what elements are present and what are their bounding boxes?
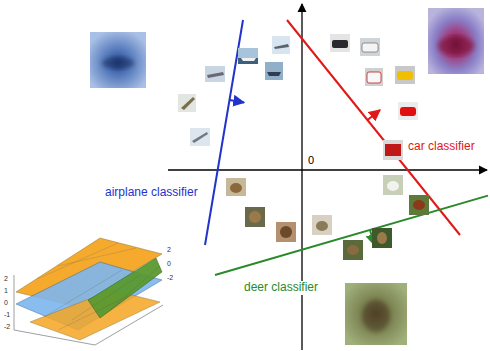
airplane-thumbnail-part [205, 66, 225, 82]
bird-thumbnail-part [387, 181, 399, 191]
origin-label: 0 [307, 154, 315, 167]
ship-thumbnail [265, 62, 283, 80]
deer-thumbnail-part [343, 240, 363, 260]
car-thumbnail-part [365, 68, 383, 86]
cat-thumbnail-part [230, 183, 242, 193]
car-boundary [287, 20, 460, 235]
score-planes-plot-part [88, 258, 162, 318]
airplane-thumbnail [178, 94, 196, 112]
animal-thumbnail [276, 222, 296, 242]
car-thumbnail-part [330, 34, 350, 52]
deer-boundary [215, 196, 488, 275]
car-thumbnail-part [362, 43, 378, 52]
classifier-label: car classifier [407, 140, 476, 154]
car-thumbnail [330, 34, 350, 52]
airplane-thumbnail-part [274, 44, 289, 49]
car-thumbnail [398, 102, 418, 120]
airplane-thumbnail-part [181, 97, 195, 110]
truck-thumbnail-part [385, 144, 401, 156]
ship-thumbnail-part [238, 48, 258, 64]
airplane-thumbnail [272, 36, 290, 54]
airplane-thumbnail-part [207, 72, 224, 78]
airplane-thumbnail-part [190, 128, 210, 146]
car-thumbnail [360, 38, 380, 56]
animal-thumbnail-part [276, 222, 296, 242]
car-thumbnail-part [395, 66, 415, 84]
classifier-label: deer classifier [243, 281, 319, 295]
deer-template-part [362, 300, 390, 332]
ship-thumbnail-part [241, 58, 256, 61]
x-axis [168, 169, 487, 170]
bird-thumbnail [409, 195, 429, 215]
truck-thumbnail [383, 140, 403, 160]
airplane-thumbnail [205, 66, 225, 82]
tick-label: -1 [3, 311, 11, 319]
airplane-thumbnail-part [178, 94, 196, 112]
airplane-thumbnail [190, 128, 210, 146]
bird-thumbnail-part [409, 195, 429, 215]
animal-thumbnail [312, 215, 332, 235]
deer-thumbnail-part [377, 232, 387, 244]
car-thumbnail-part [397, 71, 413, 80]
car-thumbnail-part [400, 107, 416, 116]
airplane-thumbnail-part [192, 132, 208, 143]
deer-template-part [345, 283, 407, 345]
animal-thumbnail-part [312, 215, 332, 235]
tick-label: 2 [166, 246, 172, 254]
car-thumbnail [395, 66, 415, 84]
car-template-part [438, 36, 474, 56]
bird-thumbnail-part [413, 200, 425, 210]
airplane-normal-arrow [230, 100, 245, 103]
airplane-thumbnail-part [272, 36, 290, 54]
classifier-label: airplane classifier [104, 186, 199, 200]
car-thumbnail-part [398, 102, 418, 120]
tick-label: 0 [166, 260, 172, 268]
cat-thumbnail-part [226, 178, 246, 196]
deer-thumbnail-part [347, 245, 359, 255]
animal-thumbnail [245, 207, 265, 227]
tick-label: 1 [3, 287, 9, 295]
airplane-template-part [90, 32, 146, 88]
bird-thumbnail-part [383, 175, 403, 195]
truck-thumbnail-part [383, 140, 403, 160]
deer-thumbnail [372, 228, 392, 248]
ship-thumbnail-part [238, 58, 258, 64]
deer-thumbnail-part [372, 228, 392, 248]
cat-thumbnail [226, 178, 246, 196]
ship-thumbnail-part [265, 62, 283, 80]
ship-thumbnail-part [267, 72, 281, 76]
airplane-template-part [102, 57, 134, 69]
bird-thumbnail [383, 175, 403, 195]
car-template-part [428, 8, 484, 74]
airplane-boundary [205, 20, 243, 245]
tick-label: -2 [166, 274, 174, 282]
tick-label: 0 [3, 299, 9, 307]
car-normal-arrow [368, 110, 381, 120]
tick-label: 2 [3, 275, 9, 283]
tick-label: -2 [3, 323, 11, 331]
car-thumbnail-part [367, 72, 381, 83]
car-template [428, 8, 484, 74]
y-axis [301, 4, 302, 350]
animal-thumbnail-part [316, 221, 328, 231]
deer-template [345, 283, 407, 345]
car-thumbnail-part [360, 38, 380, 56]
deer-thumbnail [343, 240, 363, 260]
animal-thumbnail-part [245, 207, 265, 227]
score-planes-plot [14, 238, 163, 345]
score-planes-plot-part [37, 243, 160, 330]
car-thumbnail [365, 68, 383, 86]
ship-thumbnail [238, 48, 258, 64]
animal-thumbnail-part [249, 211, 261, 223]
animal-thumbnail-part [280, 226, 292, 238]
airplane-template [90, 32, 146, 88]
car-thumbnail-part [332, 40, 348, 48]
